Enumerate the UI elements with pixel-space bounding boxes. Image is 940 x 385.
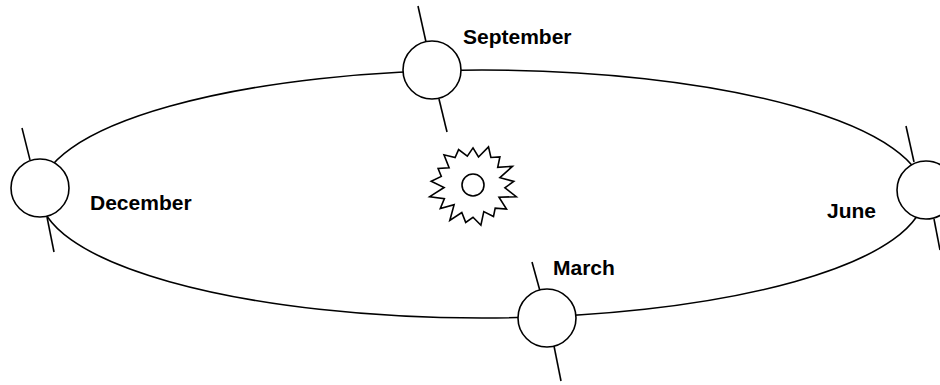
sun-symbol — [430, 147, 517, 225]
sun-core — [462, 174, 484, 196]
earth-axis — [22, 128, 30, 160]
earth-circle — [11, 159, 69, 217]
month-label: June — [827, 199, 876, 222]
earth-circle — [403, 41, 461, 99]
earth-axis — [554, 346, 561, 381]
orbit-ellipse — [40, 70, 924, 318]
earth-axis — [934, 219, 940, 250]
earth-axis — [418, 6, 426, 42]
month-label: December — [90, 191, 192, 214]
earth-axis — [532, 262, 540, 291]
earth-circle — [897, 161, 940, 219]
month-label: March — [553, 256, 615, 279]
month-label: September — [463, 25, 572, 48]
earth-circle — [518, 289, 576, 347]
earth-axis — [47, 217, 54, 252]
sun-outline — [430, 147, 517, 225]
earth-axis — [439, 99, 447, 132]
earth-axis — [906, 126, 914, 162]
